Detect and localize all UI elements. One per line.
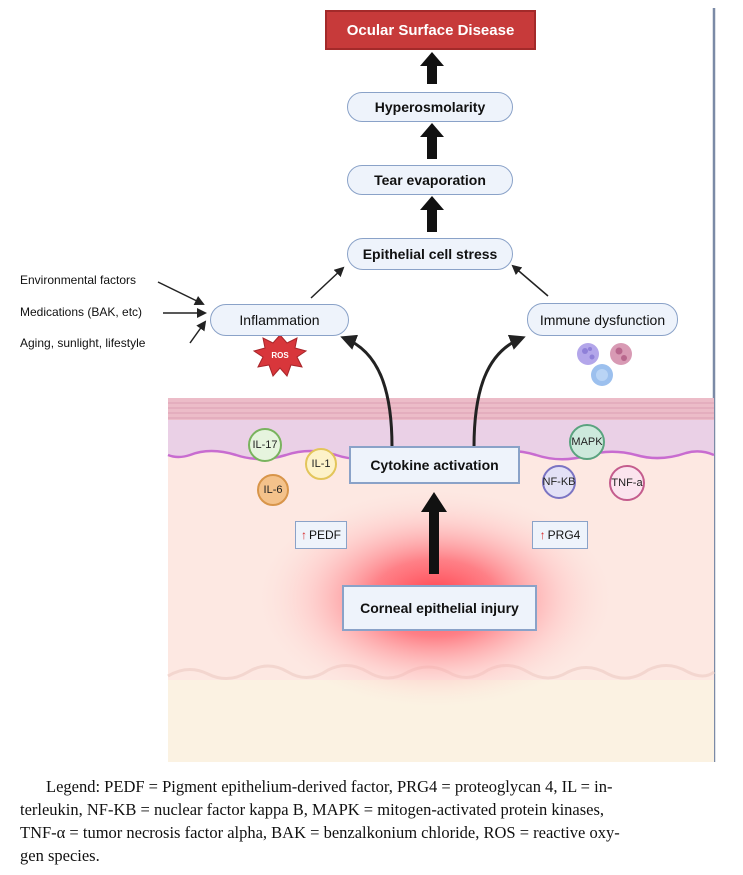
inflammation-node: Inflammation xyxy=(210,304,349,336)
arrow-osd-shaft xyxy=(427,66,437,84)
arrow-tear-head xyxy=(420,196,444,210)
arrow-hyper-head xyxy=(420,123,444,137)
hyperosmolarity-node: Hyperosmolarity xyxy=(347,92,513,122)
legend-line-3: TNF-α = tumor necrosis factor alpha, BAK… xyxy=(20,823,620,842)
arrow-tear-shaft xyxy=(427,210,437,232)
arrow-osd-head xyxy=(420,52,444,66)
pedf-box: ↑ PEDF xyxy=(295,521,347,549)
immune-cell-purple xyxy=(577,343,599,365)
il6-circle: IL-6 xyxy=(257,474,289,506)
il1-circle: IL-1 xyxy=(305,448,337,480)
epithelial-cell-stress-label: Epithelial cell stress xyxy=(362,246,498,262)
cytokine-activation-label: Cytokine activation xyxy=(370,457,499,473)
medications-label: Medications (BAK, etc) xyxy=(20,305,143,319)
ocular-surface-disease-box: Ocular Surface Disease xyxy=(325,10,536,50)
arrow-aging xyxy=(189,320,207,344)
il1-label: IL-1 xyxy=(311,458,331,470)
arrow-injury-head xyxy=(421,492,447,512)
inflammation-label: Inflammation xyxy=(239,312,320,328)
legend: Legend: PEDF = Pigment epithelium-derive… xyxy=(20,775,725,867)
ros-star xyxy=(252,334,308,377)
prg4-box: ↑ PRG4 xyxy=(532,521,588,549)
nfkb-circle: NF-KB xyxy=(542,465,576,499)
corneal-injury-box: Corneal epithelial injury xyxy=(342,585,537,631)
arrow-injury-shaft xyxy=(429,512,439,574)
prg4-label: PRG4 xyxy=(547,528,581,542)
mapk-circle: MAPK xyxy=(569,424,605,460)
tear-film xyxy=(168,398,714,420)
arrow-hyper-shaft xyxy=(427,137,437,159)
tnfa-label: TNF-a xyxy=(611,477,643,489)
prg4-up-icon: ↑ xyxy=(539,528,546,542)
arrow-immune-to-stress xyxy=(511,264,549,297)
corneal-injury-label: Corneal epithelial injury xyxy=(360,600,519,616)
tear-evaporation-label: Tear evaporation xyxy=(374,172,486,188)
epithelial-cell-stress-node: Epithelial cell stress xyxy=(347,238,513,270)
arrow-environmental xyxy=(157,281,205,305)
aging-label: Aging, sunlight, lifestyle xyxy=(20,336,146,350)
il17-label: IL-17 xyxy=(252,439,278,451)
nfkb-label: NF-KB xyxy=(542,476,576,488)
il6-label: IL-6 xyxy=(263,484,283,496)
tnfa-circle: TNF-a xyxy=(609,465,645,501)
hyperosmolarity-label: Hyperosmolarity xyxy=(374,99,486,115)
immune-cell-pink xyxy=(610,343,632,365)
chain-arrows xyxy=(420,52,447,574)
arrow-cytokine-to-immune xyxy=(472,334,526,448)
pedf-up-icon: ↑ xyxy=(300,528,307,542)
tear-evaporation-node: Tear evaporation xyxy=(347,165,513,195)
environmental-factors-label: Environmental factors xyxy=(20,273,137,287)
arrow-cytokine-to-inflammation xyxy=(340,334,394,448)
legend-line-4: gen species. xyxy=(20,846,100,865)
ros-label: ROS xyxy=(268,348,292,362)
il17-circle: IL-17 xyxy=(248,428,282,462)
ros-text: ROS xyxy=(271,350,289,360)
immune-dysfunction-label: Immune dysfunction xyxy=(539,311,666,328)
ocular-surface-disease-label: Ocular Surface Disease xyxy=(346,21,515,39)
immune-dysfunction-node: Immune dysfunction xyxy=(527,303,678,336)
arrow-inflammation-to-stress xyxy=(310,266,345,299)
cytokine-activation-box: Cytokine activation xyxy=(349,446,520,484)
pedf-label: PEDF xyxy=(308,528,341,542)
legend-line-2: terleukin, NF-KB = nuclear factor kappa … xyxy=(20,800,605,819)
mapk-label: MAPK xyxy=(571,436,603,448)
legend-line-1: Legend: PEDF = Pigment epithelium-derive… xyxy=(46,777,613,796)
